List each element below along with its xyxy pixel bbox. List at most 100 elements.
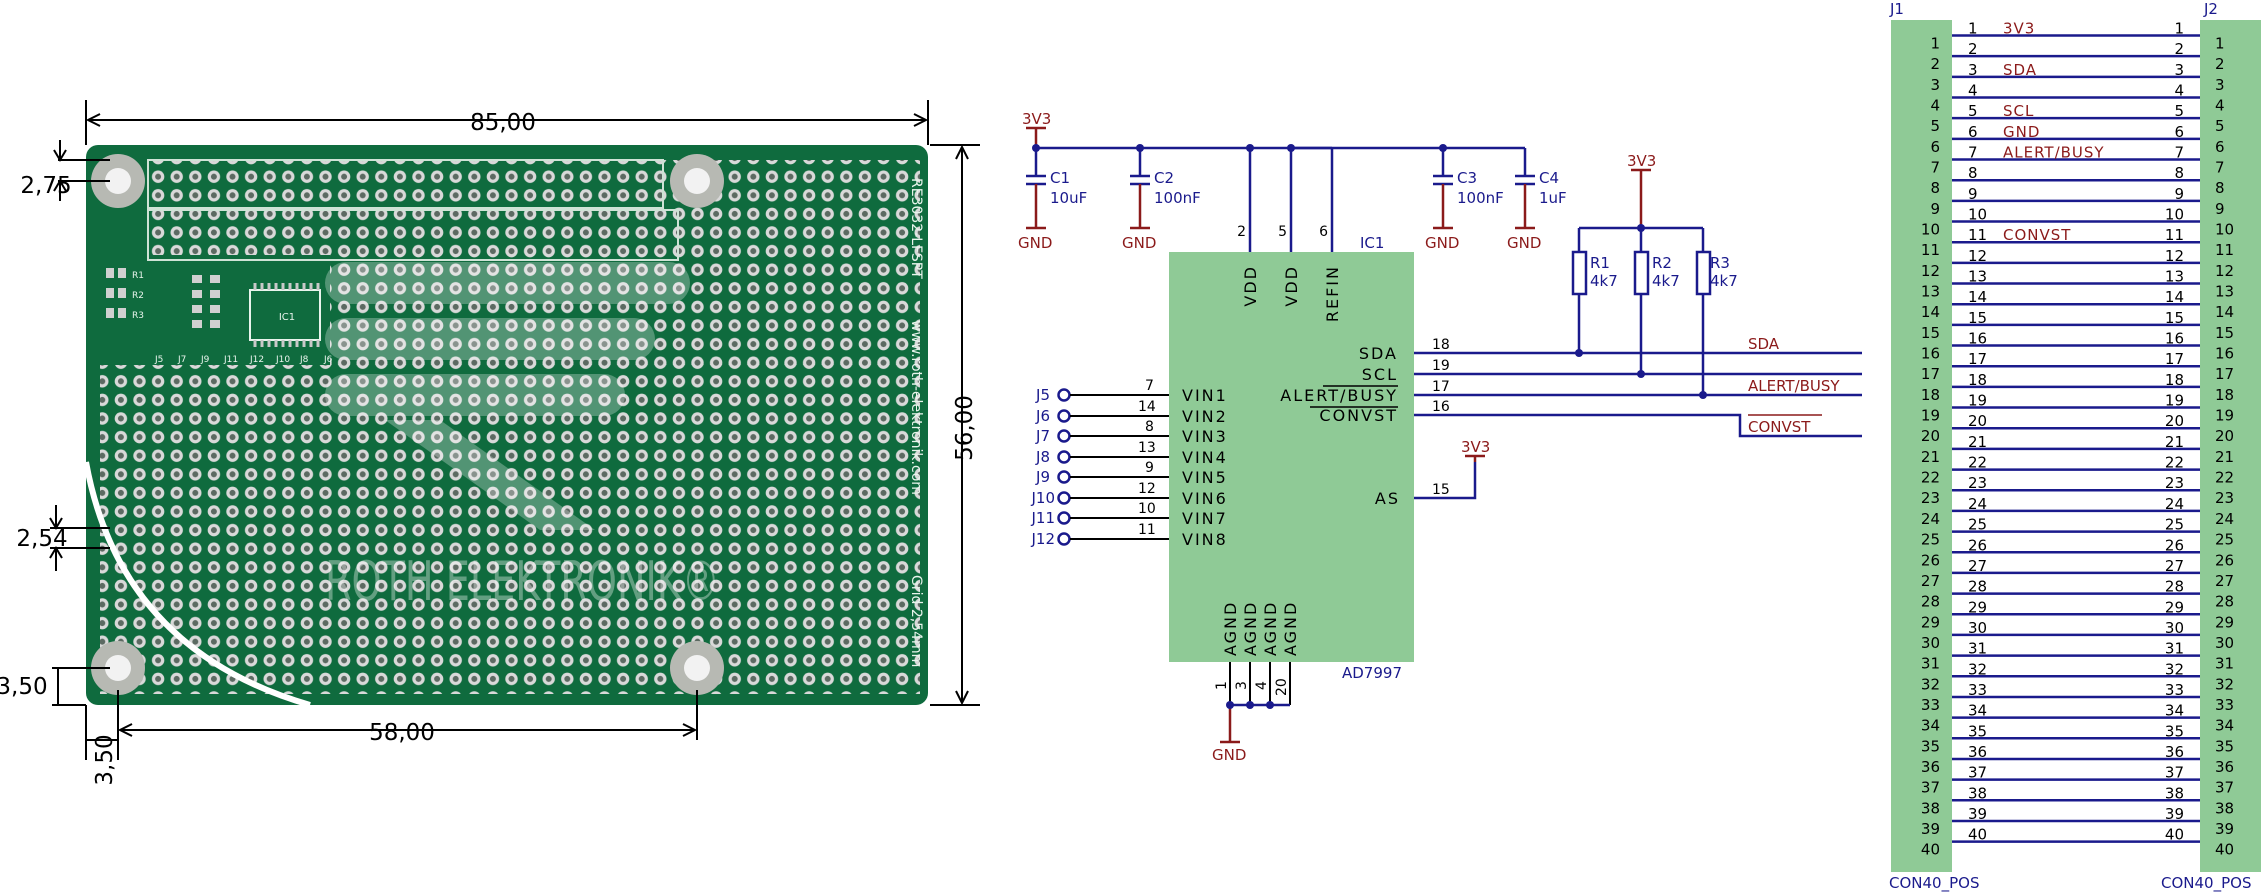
j1-pin-number: 20 (1921, 427, 1940, 445)
pin-name: VDD (1241, 265, 1260, 307)
roth-logo-mark (325, 262, 690, 530)
as-pin: 3V3 AS 15 (1375, 438, 1490, 508)
j1-pin-number: 13 (1921, 283, 1940, 301)
c1-ref: C1 (1050, 169, 1070, 187)
j1-inner-number: 39 (1968, 805, 1987, 823)
j1-inner-number: 5 (1968, 102, 1978, 120)
j1-inner-number: 37 (1968, 764, 1987, 782)
silk-r1: R1 (132, 271, 144, 281)
j1-pin-number: 19 (1921, 407, 1940, 425)
net-convst: CONVST (1748, 418, 1811, 436)
dim-pitch: 2,54 (16, 526, 67, 552)
j2-pin-number: 37 (2215, 779, 2234, 797)
j1-pin-number: 18 (1921, 386, 1940, 404)
j1-pin-number: 23 (1921, 489, 1940, 507)
j1-pin-number: 7 (1930, 159, 1940, 177)
input-j12: J12 11 VIN8 (1030, 522, 1228, 549)
j2-inner-number: 1 (2174, 20, 2184, 38)
svg-text:J7: J7 (1035, 427, 1050, 445)
j2-pin-number: 9 (2215, 200, 2225, 218)
j2-pin-number: 38 (2215, 799, 2234, 817)
input-j11: J11 10 VIN7 (1030, 501, 1225, 528)
silk-j10: J10 (275, 355, 290, 365)
j1-pin-number: 3 (1930, 76, 1940, 94)
j2-inner-number: 14 (2165, 288, 2184, 306)
capacitor-c4: C4 1uF GND (1507, 148, 1567, 252)
j1-inner-number: 29 (1968, 598, 1987, 616)
j1-pin-number: 4 (1930, 97, 1940, 115)
j2-pin-number: 27 (2215, 572, 2234, 590)
j2-inner-number: 23 (2165, 474, 2184, 492)
silk-ic-label: IC1 (279, 312, 295, 323)
j2-inner-number: 9 (2174, 185, 2184, 203)
svg-text:7: 7 (1145, 378, 1154, 394)
j1-pin-number: 32 (1921, 675, 1940, 693)
j2-inner-number: 26 (2165, 536, 2184, 554)
j1-inner-number: 31 (1968, 640, 1987, 658)
j1-inner-number: 22 (1968, 454, 1987, 472)
dimension-lines (49, 100, 980, 760)
ic-part: AD7997 (1342, 664, 1402, 682)
silk-r2: R2 (132, 291, 144, 301)
j2-pin-number: 13 (2215, 283, 2234, 301)
j2-pin-number: 19 (2215, 407, 2234, 425)
ic-ref: IC1 (1360, 234, 1384, 252)
j1-pin-number: 29 (1921, 613, 1940, 631)
j2-inner-number: 31 (2165, 640, 2184, 658)
j2-inner-number: 12 (2165, 247, 2184, 265)
j2-inner-number: 27 (2165, 557, 2184, 575)
c2-ref: C2 (1154, 169, 1174, 187)
j1-part: CON40_POS (1889, 874, 1979, 893)
svg-text:4k7: 4k7 (1710, 272, 1738, 290)
j1-inner-number: 21 (1968, 433, 1987, 451)
j1-pin-number: 8 (1930, 179, 1940, 197)
header-signal-label: GND (2003, 123, 2040, 141)
svg-text:17: 17 (1432, 379, 1450, 395)
j1-pin-number: 30 (1921, 634, 1940, 652)
dim-height: 56,00 (952, 395, 978, 461)
svg-text:VIN8: VIN8 (1182, 530, 1228, 549)
dim-hole-top: 2,75 (20, 173, 71, 199)
j2-inner-number: 20 (2165, 412, 2184, 430)
j1-inner-number: 35 (1968, 722, 1987, 740)
capacitor-c3: C3 100nF GND (1425, 148, 1504, 252)
pin-num: 5 (1278, 224, 1287, 240)
svg-text:AGND: AGND (1261, 601, 1280, 656)
board-grid-label: Grid 2,54mm (908, 575, 924, 667)
svg-text:20: 20 (1274, 678, 1290, 696)
svg-text:J12: J12 (1030, 530, 1055, 548)
j2-inner-number: 37 (2165, 764, 2184, 782)
silk-j7: J7 (177, 355, 186, 365)
j1-inner-number: 25 (1968, 516, 1987, 534)
j1-inner-number: 32 (1968, 660, 1987, 678)
j1-pin-number: 21 (1921, 448, 1940, 466)
j2-inner-number: 6 (2174, 123, 2184, 141)
c4-gnd: GND (1507, 234, 1541, 252)
j1-inner-number: 33 (1968, 681, 1987, 699)
j2-inner-number: 32 (2165, 660, 2184, 678)
j1-inner-number: 26 (1968, 536, 1987, 554)
svg-text:VIN5: VIN5 (1182, 468, 1228, 487)
c1-gnd: GND (1018, 234, 1052, 252)
svg-text:R1: R1 (1590, 254, 1610, 272)
j1-inner-number: 3 (1968, 61, 1978, 79)
svg-text:J11: J11 (1030, 509, 1055, 527)
j2-inner-number: 11 (2165, 226, 2184, 244)
j2-part: CON40_POS (2161, 874, 2251, 893)
j2-inner-number: 16 (2165, 330, 2184, 348)
pin-scl: SCL (1362, 365, 1398, 384)
